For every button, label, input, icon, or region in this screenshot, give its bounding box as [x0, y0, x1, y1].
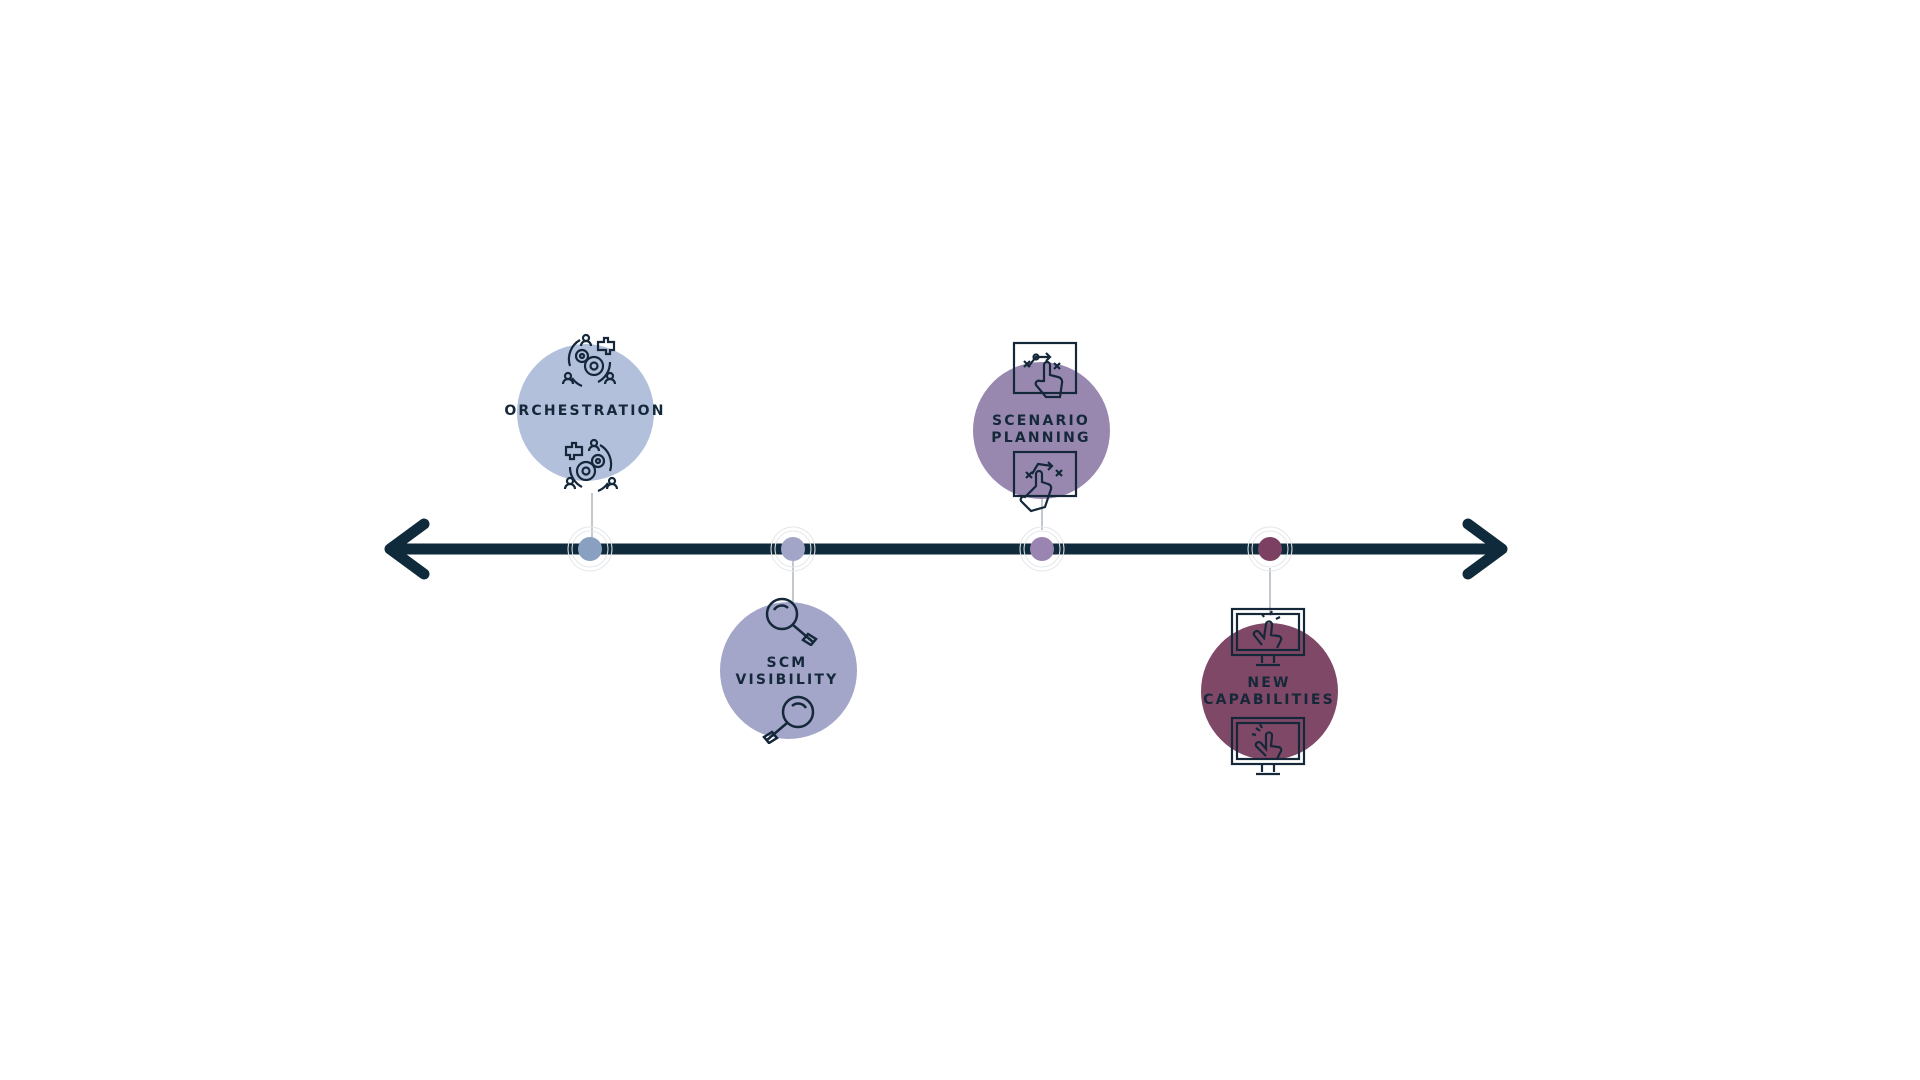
milestone-label-scenario-planning: SCENARIO PLANNING	[941, 413, 1141, 447]
milestone-label-orchestration: ORCHESTRATION	[485, 403, 685, 420]
milestone-dot-orchestration	[567, 526, 613, 572]
milestone-dot-new-capabilities	[1247, 526, 1293, 572]
label-line: ORCHESTRATION	[504, 403, 666, 419]
milestone-dot-scenario-planning	[1019, 526, 1065, 572]
monitor-touch-icon	[1230, 607, 1306, 667]
label-line: SCENARIO	[992, 413, 1090, 429]
magnifier-icon	[765, 597, 818, 646]
magnifier-icon	[762, 695, 815, 744]
axis-arrow-right	[1462, 518, 1508, 580]
label-line: PLANNING	[991, 430, 1091, 446]
label-line: SCM	[766, 655, 808, 671]
milestone-bubble-scm-visibility	[720, 602, 857, 739]
gears-puzzle-icon	[563, 438, 619, 493]
milestone-label-new-capabilities: NEW CAPABILITIES	[1169, 675, 1369, 709]
milestone-bubble-new-capabilities	[1201, 623, 1338, 760]
tactics-board-icon	[1012, 341, 1078, 399]
label-line: CAPABILITIES	[1203, 692, 1335, 708]
tactics-board-icon	[1012, 450, 1078, 513]
label-line: NEW	[1247, 675, 1291, 691]
monitor-touch-icon	[1230, 716, 1306, 776]
label-line: VISIBILITY	[735, 672, 839, 688]
gears-puzzle-icon	[561, 333, 617, 388]
milestone-label-scm-visibility: SCM VISIBILITY	[687, 655, 887, 689]
milestone-dot-scm-visibility	[770, 526, 816, 572]
axis-arrow-left	[384, 518, 430, 580]
